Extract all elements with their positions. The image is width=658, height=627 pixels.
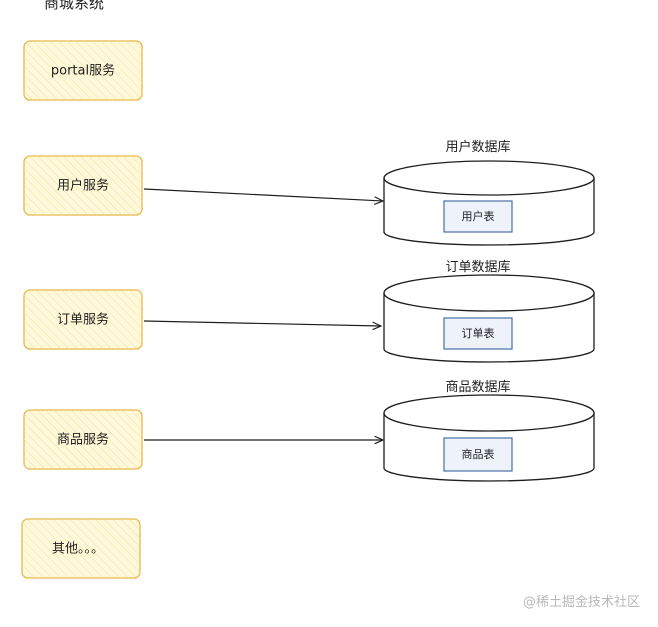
service-other: 其他。。。: [21, 518, 141, 579]
database-order: 订单数据库 订单表: [383, 259, 595, 363]
database-label: 商品数据库: [445, 379, 510, 395]
service-label: 用户服务: [57, 178, 109, 194]
service-user: 用户服务: [23, 155, 143, 216]
connection-arrow: [143, 188, 383, 201]
service-label: 商品服务: [57, 432, 109, 448]
database-product: 商品数据库 商品表: [383, 379, 595, 482]
database-label: 订单数据库: [445, 259, 510, 275]
diagram-title: 商城系统: [44, 0, 104, 12]
service-order: 订单服务: [23, 289, 143, 350]
table-label: 订单表: [462, 326, 495, 340]
table-label: 商品表: [462, 447, 495, 461]
database-user: 用户数据库 用户表: [383, 139, 595, 246]
service-portal: portal服务: [23, 40, 143, 101]
database-label: 用户数据库: [445, 139, 510, 155]
service-product: 商品服务: [23, 409, 143, 470]
watermark: @稀土掘金技术社区: [523, 594, 640, 610]
service-label: portal服务: [51, 63, 115, 79]
connection-arrow: [143, 320, 381, 326]
table-label: 用户表: [462, 209, 495, 223]
service-label: 其他。。。: [52, 542, 104, 557]
service-label: 订单服务: [57, 312, 109, 328]
